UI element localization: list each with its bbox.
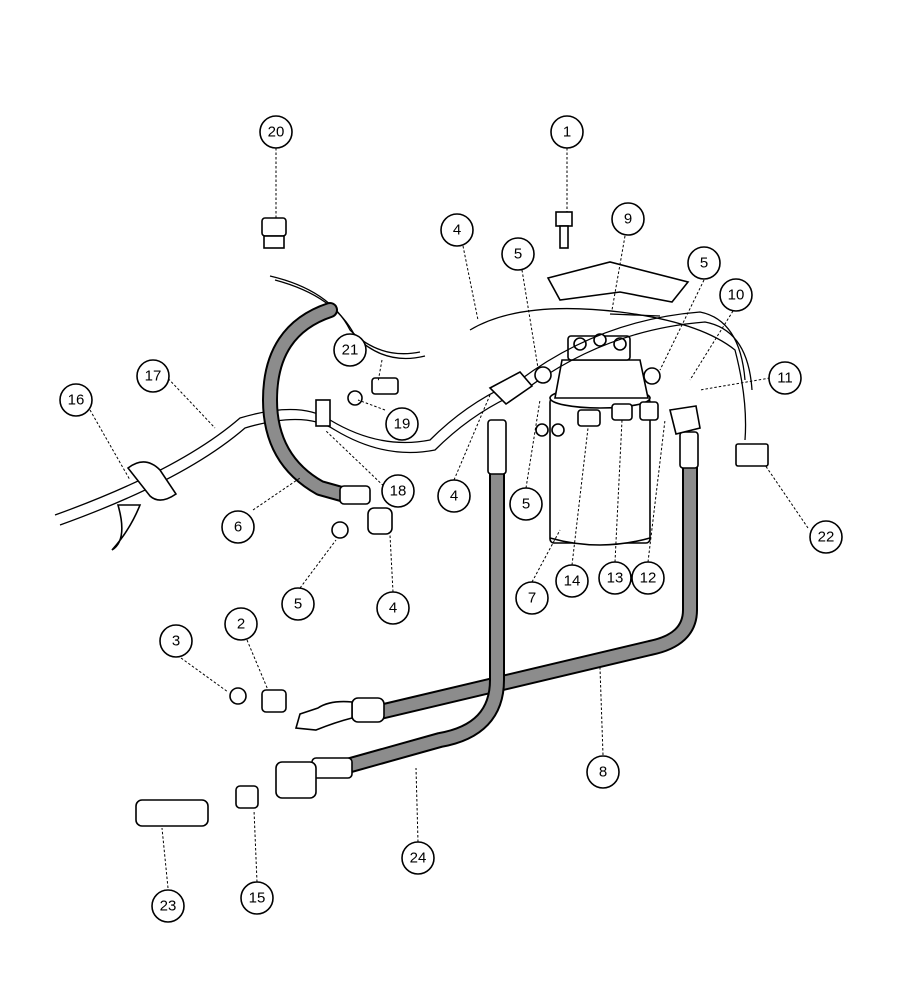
svg-text:3: 3 (172, 633, 180, 650)
callout-11: 11 (768, 361, 802, 395)
svg-text:22: 22 (818, 529, 835, 546)
callout-14: 14 (555, 564, 589, 598)
small-fittings (111, 366, 769, 827)
callout-22: 22 (809, 520, 843, 554)
svg-text:7: 7 (528, 590, 536, 607)
hose-24-end-fitting (275, 757, 353, 799)
hose-6 (262, 302, 353, 503)
svg-text:10: 10 (728, 287, 745, 304)
svg-text:9: 9 (624, 211, 632, 228)
callout-10: 10 (719, 278, 753, 312)
callout-3: 3 (159, 624, 193, 658)
svg-text:24: 24 (410, 850, 427, 867)
callout-1: 1 (550, 115, 584, 149)
pressure-switch (261, 217, 287, 249)
callout-5-middle: 5 (509, 487, 543, 521)
callout-4-top: 4 (440, 213, 474, 247)
hose-8 (372, 452, 698, 720)
svg-text:19: 19 (394, 416, 411, 433)
hose-8-end-fitting (294, 697, 385, 731)
callout-5-top: 5 (501, 237, 535, 271)
svg-text:4: 4 (389, 600, 397, 617)
svg-text:1: 1 (563, 124, 571, 141)
callout-6: 6 (221, 510, 255, 544)
callout-9: 9 (611, 202, 645, 236)
callout-15: 15 (240, 881, 274, 915)
svg-text:15: 15 (249, 890, 266, 907)
svg-text:20: 20 (268, 124, 285, 141)
callout-7: 7 (515, 581, 549, 615)
svg-text:5: 5 (522, 496, 530, 513)
svg-text:2: 2 (237, 616, 245, 633)
svg-text:5: 5 (294, 596, 302, 613)
callout-19: 19 (385, 407, 419, 441)
hose-24 (332, 462, 505, 776)
callout-8: 8 (586, 755, 620, 789)
hose-6-fitting (339, 485, 393, 535)
svg-text:4: 4 (453, 222, 461, 239)
callout-13: 13 (598, 561, 632, 595)
mounting-bracket (546, 261, 690, 303)
callout-24: 24 (401, 841, 435, 875)
hose-top-fittings (487, 370, 701, 475)
svg-text:11: 11 (777, 370, 793, 387)
svg-text:5: 5 (700, 255, 708, 272)
svg-text:14: 14 (564, 573, 581, 590)
callout-5-right: 5 (687, 246, 721, 280)
svg-text:5: 5 (514, 246, 522, 263)
svg-text:8: 8 (599, 764, 607, 781)
callout-2: 2 (224, 607, 258, 641)
bolt (555, 211, 573, 249)
svg-text:12: 12 (640, 570, 657, 587)
callout-4-middle: 4 (437, 479, 471, 513)
callout-17: 17 (136, 359, 170, 393)
callout-4-lower: 4 (376, 591, 410, 625)
callout-18: 18 (381, 474, 415, 508)
svg-text:23: 23 (160, 898, 177, 915)
callout-5-lower: 5 (281, 587, 315, 621)
svg-text:21: 21 (342, 342, 359, 359)
leader-lines (89, 148, 809, 889)
svg-text:16: 16 (68, 392, 85, 409)
filter-housing (549, 333, 651, 546)
callout-12: 12 (631, 561, 665, 595)
svg-text:4: 4 (450, 488, 458, 505)
callout-16: 16 (59, 383, 93, 417)
svg-text:13: 13 (607, 570, 624, 587)
svg-text:18: 18 (390, 483, 407, 500)
svg-text:17: 17 (145, 368, 162, 385)
callout-20: 20 (259, 115, 293, 149)
callout-21: 21 (333, 333, 367, 367)
svg-text:6: 6 (234, 519, 242, 536)
callout-23: 23 (151, 889, 185, 923)
